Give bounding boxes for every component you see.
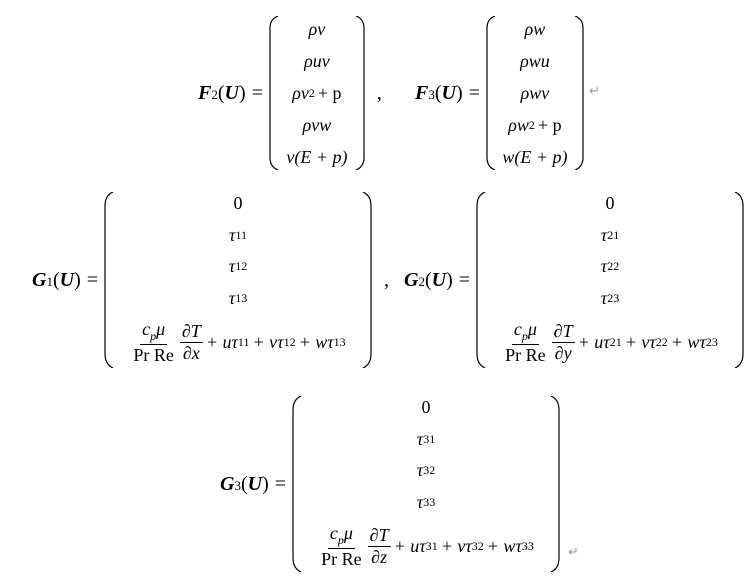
right-bracket (550, 396, 560, 572)
vector-entry: ρw (524, 19, 546, 39)
vector-entry: ρwu (520, 51, 550, 71)
equals-sign: = (86, 268, 99, 291)
left-bracket (486, 16, 496, 170)
derivative-fraction: ∂T∂y (551, 321, 575, 363)
left-bracket (476, 192, 486, 368)
left-bracket (104, 192, 114, 368)
separator-comma: , (376, 81, 382, 104)
vector-entry: v(E + p) (286, 147, 348, 167)
equals-sign: = (274, 472, 287, 495)
equals-sign: = (458, 268, 471, 291)
left-bracket (292, 396, 302, 572)
vector-entry: ρvw (302, 115, 332, 135)
vector-entry: 0 (233, 193, 243, 213)
vector-entry: 0 (421, 397, 431, 417)
vector-entry: ρwv (520, 83, 550, 103)
right-bracket (574, 16, 584, 170)
vector-entry: ρv (308, 19, 326, 39)
derivative-fraction: ∂T∂z (367, 525, 391, 567)
equals-sign: = (468, 81, 480, 104)
separator-comma: , (384, 268, 390, 291)
derivative-fraction: ∂T∂x (179, 321, 203, 363)
right-bracket (734, 192, 744, 368)
return-mark-icon: ↵ (568, 545, 579, 560)
right-bracket (355, 16, 365, 170)
right-bracket (362, 192, 372, 368)
vector-entry: ρuv (304, 51, 330, 71)
return-mark-icon: ↵ (589, 84, 600, 99)
vector-entry: w(E + p) (502, 147, 568, 167)
left-bracket (269, 16, 279, 170)
vector-entry: 0 (605, 193, 615, 213)
equals-sign: = (251, 81, 263, 104)
